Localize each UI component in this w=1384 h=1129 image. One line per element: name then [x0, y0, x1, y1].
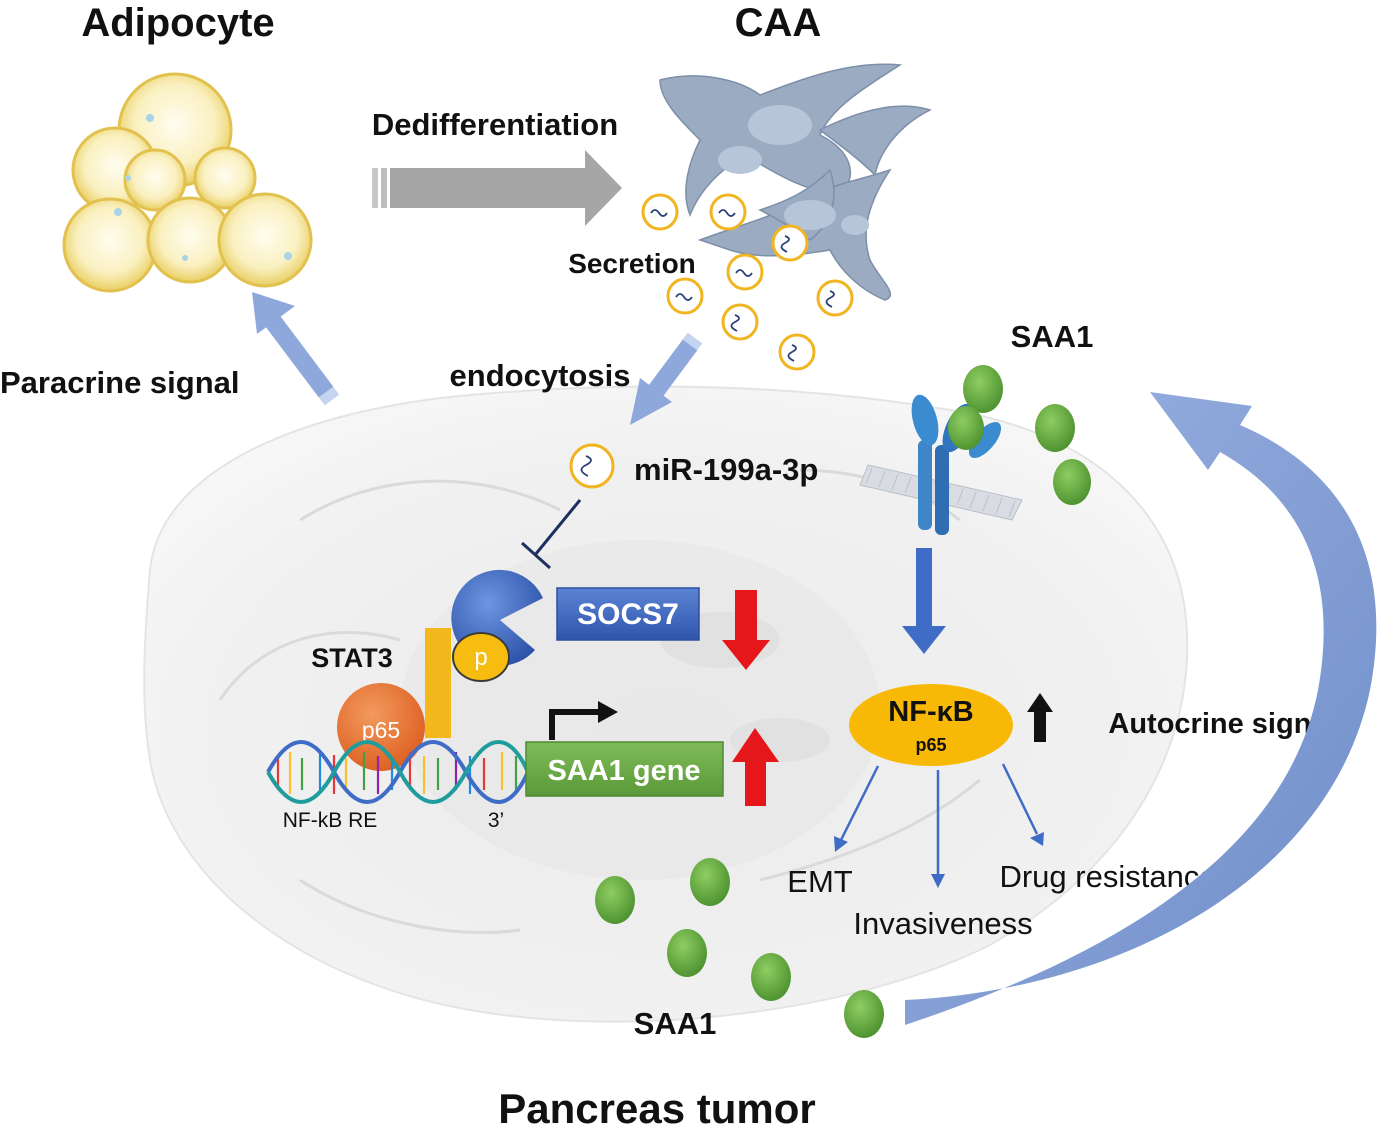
nfkb-label: NF-κB	[888, 696, 973, 728]
phospho-badge: p	[452, 632, 510, 682]
paracrine-signal-label: Paracrine signal	[0, 365, 240, 400]
endocytosis-arrow	[630, 332, 703, 425]
p65-protein-icon: p65	[337, 683, 425, 771]
saa1-gene-label: SAA1 gene	[547, 755, 700, 787]
phospho-label: p	[474, 644, 487, 671]
adipocyte-label: Adipocyte	[81, 1, 274, 45]
endocytosis-label: endocytosis	[450, 358, 631, 393]
three-prime-label: 3’	[488, 809, 504, 832]
p65-dna-label: p65	[362, 717, 400, 743]
dna-helix-icon	[266, 740, 530, 804]
saa1-top-label: SAA1	[1011, 319, 1094, 354]
receptor-signal-arrow	[902, 548, 946, 654]
stat3-label: STAT3	[311, 643, 393, 673]
nfkb-increase-arrow	[1027, 693, 1053, 742]
mirna-label: miR-199a-3p	[634, 452, 818, 487]
stat3-bar	[425, 628, 451, 738]
autocrine-loop-arrow	[905, 392, 1377, 1025]
socs7-decrease-arrow	[722, 590, 770, 670]
socs7-box: SOCS7	[556, 587, 700, 641]
effect-arrows	[834, 763, 1044, 888]
membrane-receptor-icon	[859, 394, 1023, 535]
exosome-vesicle-icon	[641, 193, 854, 371]
drug-resistance-label: Drug resistance	[999, 859, 1216, 894]
dedifferentiation-arrow	[372, 150, 622, 226]
adipocyte-cluster-icon	[62, 72, 313, 293]
paracrine-arrow	[252, 292, 340, 406]
saa1-secreted-protein-icon	[595, 858, 884, 1038]
caa-label: CAA	[735, 1, 822, 45]
invasiveness-label: Invasiveness	[853, 906, 1032, 941]
transcription-start-arrow-icon	[549, 701, 618, 740]
saa1-protein-icon	[948, 365, 1091, 505]
mirna-vesicle-icon	[569, 443, 615, 489]
nfkb-re-label: NF-kB RE	[283, 809, 378, 832]
secretion-label: Secretion	[568, 248, 696, 279]
caa-cell-icon	[659, 63, 932, 301]
saa1-bottom-label: SAA1	[634, 1006, 717, 1041]
saa1-increase-arrow	[732, 728, 779, 806]
emt-label: EMT	[787, 864, 853, 899]
dedifferentiation-label: Dedifferentiation	[372, 107, 618, 142]
socs7-label: SOCS7	[577, 598, 679, 631]
nfkb-p65-label: p65	[915, 735, 946, 755]
vesicle-rna-strands	[650, 209, 835, 362]
pancreas-tumor-label: Pancreas tumor	[498, 1085, 815, 1129]
nfkb-complex: NF-κB p65	[849, 684, 1013, 766]
inhibition-bar-icon	[521, 499, 582, 570]
saa1-gene-box: SAA1 gene	[525, 741, 724, 797]
autocrine-signal-label: Autocrine signal	[1108, 708, 1335, 740]
